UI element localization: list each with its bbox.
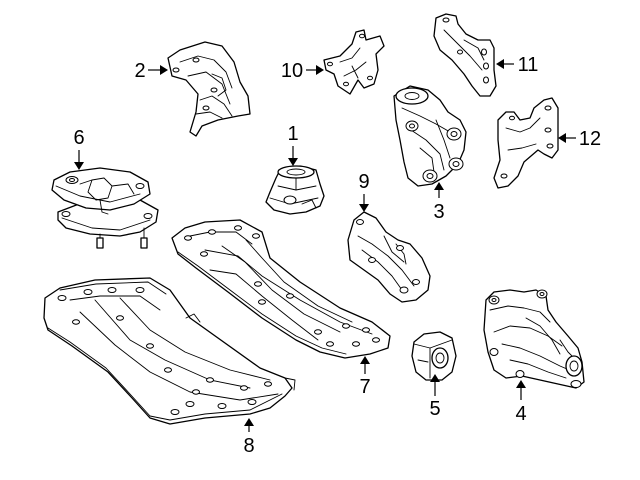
part-8-crossmember	[43, 277, 296, 425]
callout-6-label: 6	[73, 127, 84, 149]
callout-2-label: 2	[134, 60, 145, 82]
part-2-heat-shield	[167, 41, 251, 137]
callout-8-label: 8	[243, 435, 254, 457]
callout-11-leader	[496, 59, 514, 69]
callout-1-leader	[288, 146, 298, 166]
part-1-mount	[265, 165, 325, 215]
callout-11-label: 11	[518, 54, 539, 76]
part-9-bracket	[347, 211, 431, 303]
callout-12-label: 12	[579, 128, 601, 150]
callout-9-leader	[359, 194, 369, 212]
callout-7-label: 7	[359, 376, 370, 398]
callout-7-leader	[360, 356, 370, 374]
callout-4-label: 4	[515, 403, 526, 425]
part-11-bracket	[433, 13, 497, 97]
part-3-bracket	[393, 85, 467, 187]
callout-3-label: 3	[433, 201, 444, 223]
part-7-crossmember	[171, 219, 391, 359]
callout-8-leader	[244, 418, 254, 432]
callout-1-label: 1	[287, 123, 298, 145]
callout-12-leader	[558, 133, 576, 143]
part-10-bracket	[323, 29, 385, 95]
part-4-housing	[483, 289, 585, 389]
callout-9-label: 9	[358, 171, 369, 193]
callout-3-leader	[434, 182, 444, 198]
callout-10-label: 10	[281, 60, 303, 82]
callout-5-leader	[430, 374, 440, 396]
part-12-bracket	[493, 97, 559, 189]
callout-2-leader	[148, 65, 168, 75]
callout-10-leader	[306, 65, 324, 75]
part-6-mount	[51, 167, 159, 249]
callout-5-label: 5	[429, 398, 440, 420]
callout-4-leader	[516, 380, 526, 400]
part-5-mount	[411, 331, 457, 381]
callout-6-leader	[74, 150, 84, 170]
